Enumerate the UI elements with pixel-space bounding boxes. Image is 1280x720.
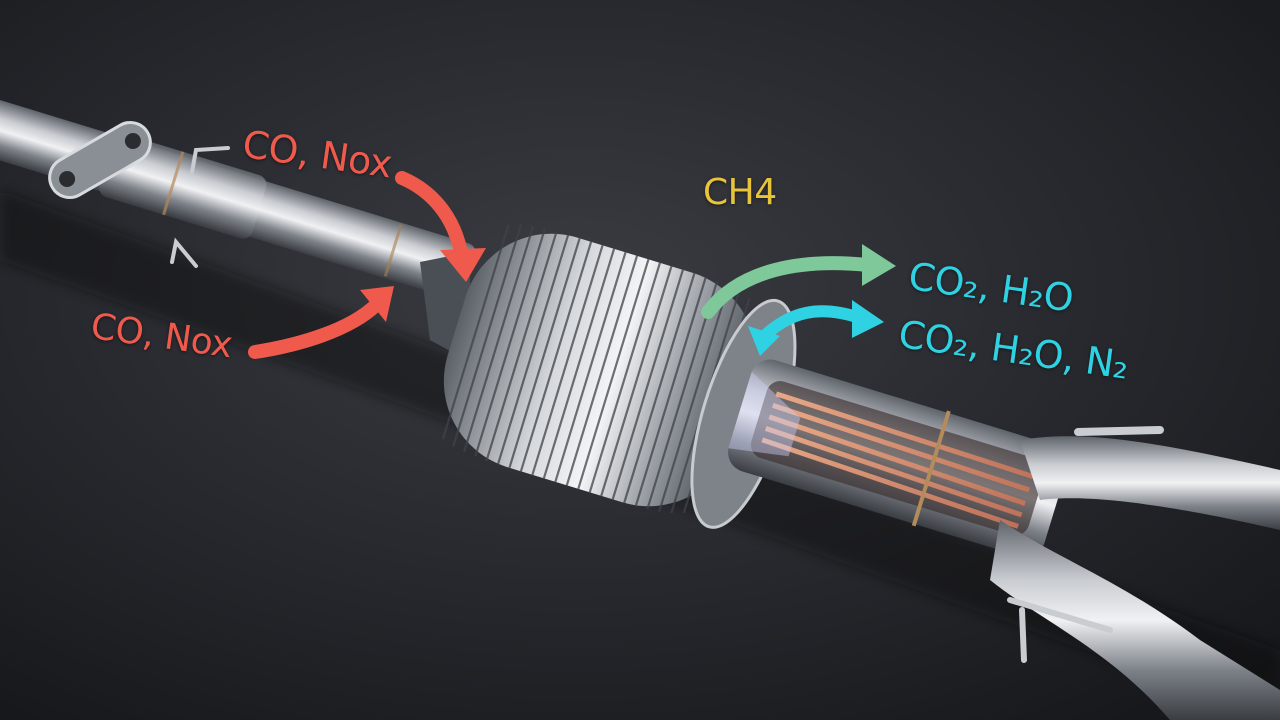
outlet-hanger-top xyxy=(1074,426,1164,436)
outlet-pipe-upper xyxy=(1020,436,1280,530)
outlet-cutaway xyxy=(728,359,1068,557)
inlet-flange xyxy=(48,121,152,199)
outlet-hanger-bottom xyxy=(1007,597,1113,663)
inlet-arrow-top-head xyxy=(440,248,486,282)
cyan-arrow-head-right xyxy=(852,300,884,338)
cyan-arrow-head-left xyxy=(748,326,780,356)
inlet-arrow-bottom xyxy=(248,298,383,359)
methane-to-outlet-arrow-head xyxy=(862,244,896,286)
inlet-arrow-top xyxy=(395,171,469,265)
inlet-arrow-bottom-head xyxy=(360,286,394,322)
methane-to-outlet-arrow xyxy=(701,256,875,319)
cyan-arrow xyxy=(754,305,866,346)
methane-label: CH4 xyxy=(703,172,777,213)
inlet-hanger-bottom xyxy=(170,237,198,268)
inlet-hanger-top xyxy=(190,146,230,174)
outlet-pipe-lower xyxy=(990,520,1280,720)
